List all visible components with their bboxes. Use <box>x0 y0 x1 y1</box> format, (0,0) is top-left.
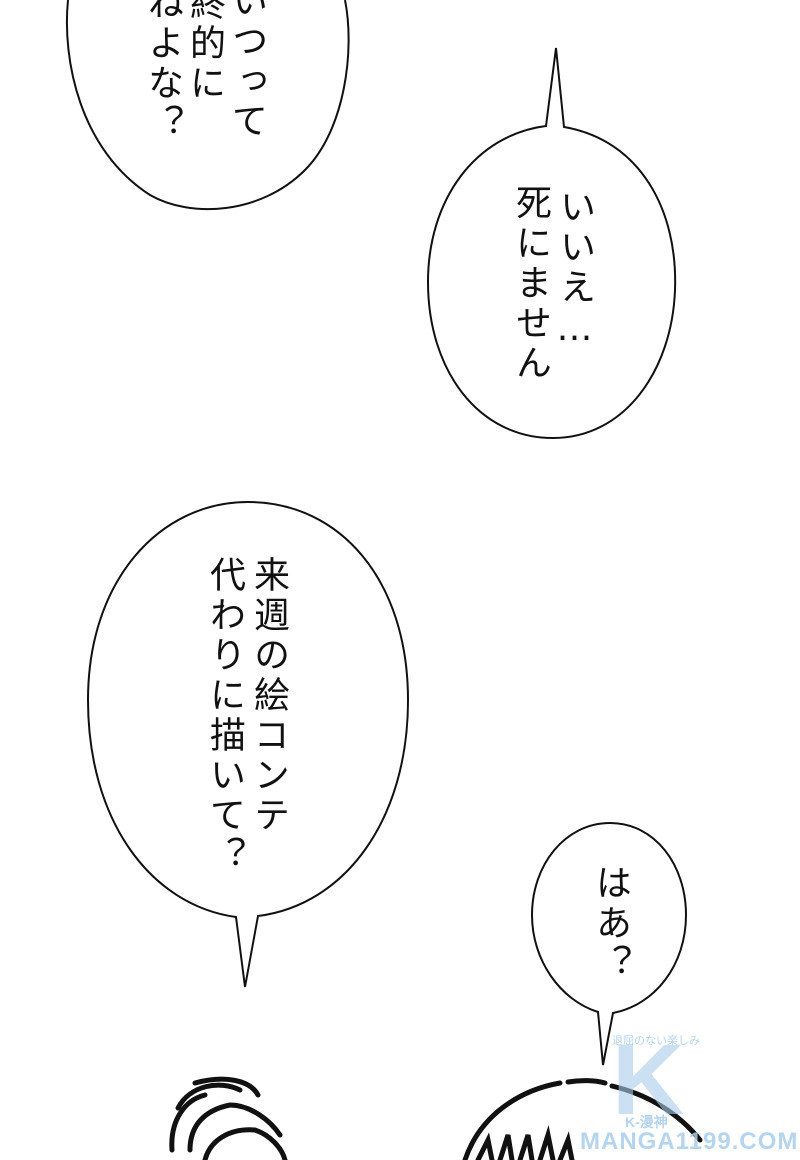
watermark-logo-icon: K <box>612 1024 685 1136</box>
bubble-middle-left-col-2: 代わりに描いて？ <box>204 556 245 876</box>
watermark-brand: K-漫神 <box>625 1114 668 1130</box>
speech-bubble-top-right <box>426 47 677 440</box>
character-head-right <box>462 1078 703 1160</box>
bubble-top-left-col-1: いつって <box>226 0 267 142</box>
bubble-top-left-col-3: ねよな？ <box>142 0 183 144</box>
bubble-top-left-col-2: 終的に <box>184 0 225 104</box>
bubble-top-right-col-2: 死にません <box>510 184 551 384</box>
bubble-top-right-col-1: いいえ… <box>554 188 595 353</box>
watermark-site: MANGA1199.COM <box>580 1128 799 1155</box>
bubble-bottom-right-col-1: はあ？ <box>590 864 631 984</box>
speech-bubble-top-left <box>65 0 350 210</box>
character-hair-left <box>169 1076 288 1160</box>
speech-bubble-middle-left <box>86 500 410 988</box>
bubble-middle-left-col-1: 来週の絵コンテ <box>248 556 289 836</box>
watermark-tagline: 退屈のない楽しみ <box>612 1035 700 1047</box>
speech-bubble-bottom-right <box>530 821 688 1066</box>
